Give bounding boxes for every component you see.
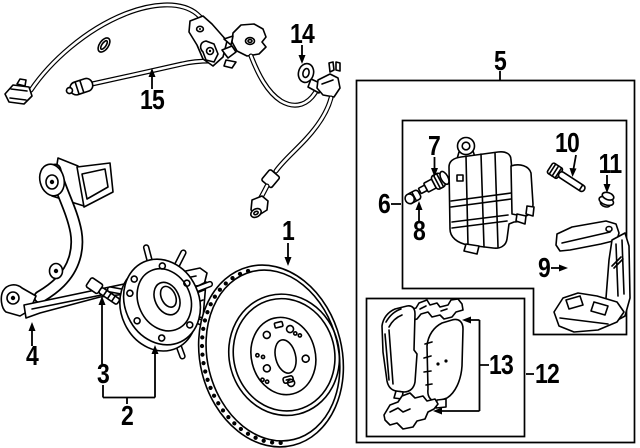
brake-rotor-art bbox=[180, 250, 362, 448]
brake-hose-art bbox=[224, 24, 340, 219]
callout-10: 10 bbox=[555, 127, 580, 158]
callout-6: 6 bbox=[378, 188, 391, 219]
callout-1: 1 bbox=[282, 215, 295, 246]
caliper-assembly-box bbox=[357, 81, 635, 443]
callout-2: 2 bbox=[121, 400, 134, 431]
callout-15: 15 bbox=[140, 84, 165, 115]
callout-7: 7 bbox=[428, 130, 441, 161]
callout-8: 8 bbox=[413, 215, 426, 246]
callout-13: 13 bbox=[489, 349, 514, 380]
guide-pin-art bbox=[547, 162, 588, 194]
wheel-hub-art bbox=[99, 230, 232, 373]
abs-sensor-art bbox=[5, 5, 236, 104]
caliper-art bbox=[449, 138, 534, 255]
brake-pads-box bbox=[367, 299, 525, 437]
callout-9: 9 bbox=[538, 252, 551, 283]
callout-12: 12 bbox=[535, 358, 560, 389]
callout-11: 11 bbox=[598, 148, 622, 179]
callout-14: 14 bbox=[290, 18, 315, 49]
callout-3: 3 bbox=[97, 358, 110, 389]
callout-5: 5 bbox=[494, 45, 507, 76]
callout-4: 4 bbox=[26, 340, 39, 371]
caliper-sub-box bbox=[403, 121, 627, 335]
callout-leaders bbox=[28, 45, 611, 415]
bleeder-screw-art bbox=[416, 170, 451, 198]
pin-cap-art bbox=[597, 190, 616, 209]
brake-pads-art bbox=[382, 299, 463, 429]
caliper-bracket-art bbox=[554, 221, 630, 332]
hub-bolt-art bbox=[86, 277, 122, 306]
bleeder-cap-art bbox=[403, 189, 421, 205]
